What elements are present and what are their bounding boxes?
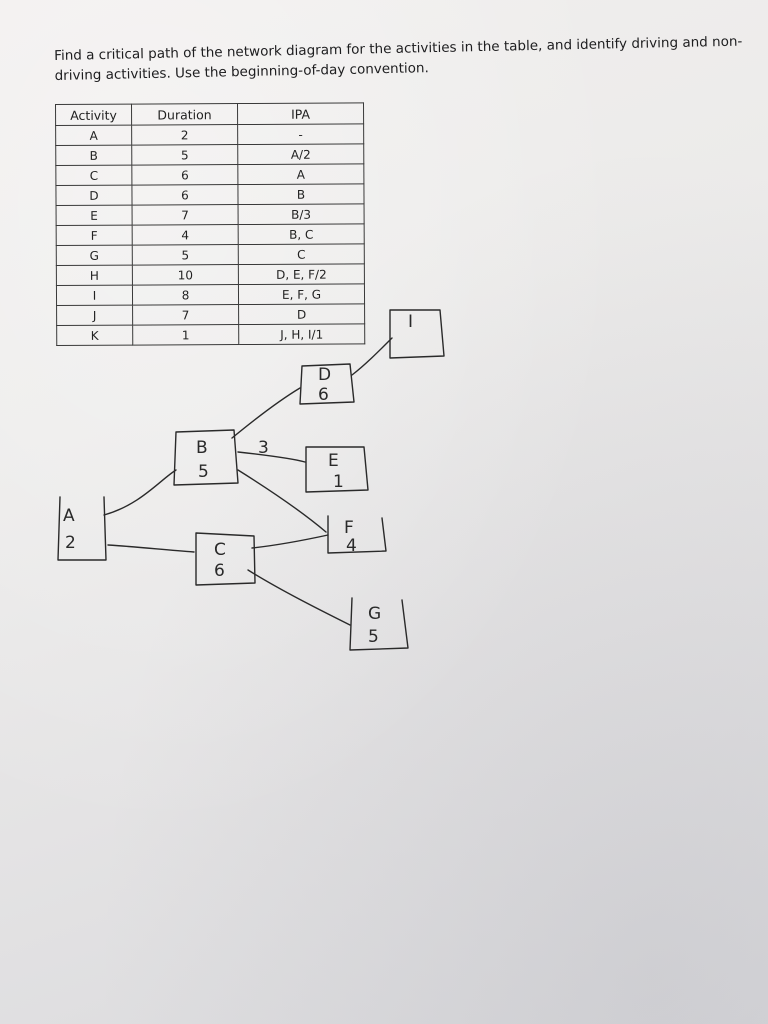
node-f-duration: 4 [346,536,357,556]
node-g-duration: 5 [368,627,379,647]
node-box-b [173,429,239,486]
edge-c-f [251,534,329,549]
edge-d-i [351,337,393,376]
node-box-a [57,496,107,561]
node-b-letter: B [196,438,208,458]
node-i-letter: I [408,312,413,332]
node-f-letter: F [344,518,354,538]
node-d-letter: D [318,365,331,385]
lag-label: 3 [258,438,269,458]
edge-a-b [103,469,177,516]
node-e-letter: E [328,451,339,471]
node-a-duration: 2 [65,533,76,553]
node-e-duration: 1 [333,472,344,492]
node-d-duration: 6 [318,385,329,405]
node-box-d [299,363,355,405]
edge-c-g [247,569,351,626]
edge-a-c [107,544,195,553]
edge-b-f [237,469,327,533]
node-g-letter: G [368,604,381,624]
edge-b-e [237,451,306,463]
node-b-duration: 5 [198,462,209,482]
node-box-e [305,446,369,493]
node-box-g [349,597,409,651]
node-box-i [389,309,445,359]
node-c-duration: 6 [214,561,225,581]
edge-b-d [231,387,301,439]
node-c-letter: C [214,540,226,560]
node-box-c [195,532,256,586]
node-a-letter: A [63,506,75,526]
node-box-f [327,515,387,554]
